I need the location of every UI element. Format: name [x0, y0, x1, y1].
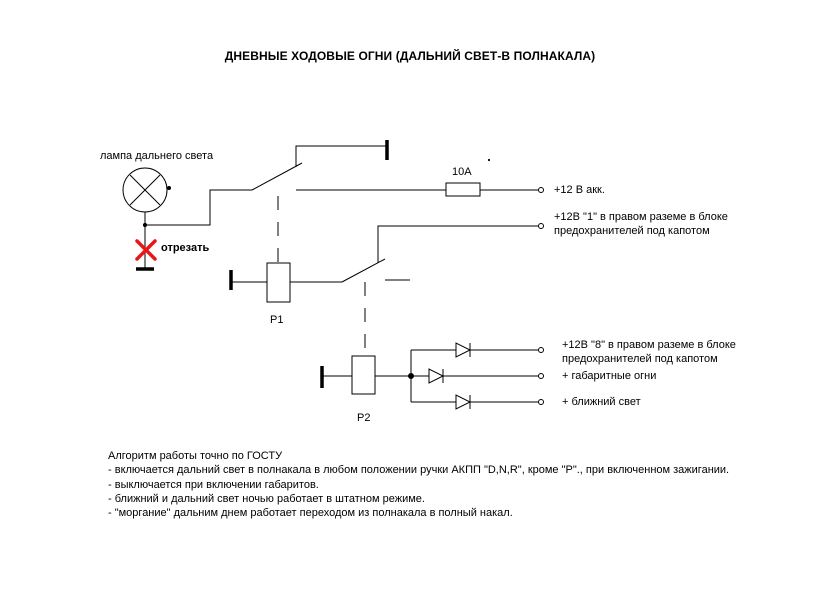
relay2-contact-wire — [377, 225, 538, 263]
low-beam-terminal[interactable] — [538, 399, 544, 405]
battery-terminal[interactable] — [538, 187, 544, 193]
diode-1-icon — [455, 342, 472, 358]
fuse-box-8-label-line1: +12В "8" в правом раземе в блоке — [562, 339, 736, 351]
junction-dot — [142, 222, 148, 228]
fuse-box-8-label-line2: предохранителей под капотом — [562, 353, 718, 365]
relay1-contact-wire — [295, 145, 387, 167]
algorithm-notes: Алгоритм работы точно по ГОСТУ - включае… — [108, 449, 729, 520]
fuse-box-1-terminal[interactable] — [538, 223, 544, 229]
relay2-coil — [351, 355, 376, 395]
parking-lights-terminal[interactable] — [538, 373, 544, 379]
fuse — [445, 182, 481, 197]
diode-3-icon — [455, 394, 472, 410]
lamp-icon — [122, 167, 168, 213]
fuse-box-1-label-line2: предохранителей под капотом — [554, 225, 710, 237]
battery-label: +12 В акк. — [554, 184, 605, 196]
notes-line: - "моргание" дальним днем работает перех… — [108, 507, 513, 520]
diagram-title: ДНЕВНЫЕ ХОДОВЫЕ ОГНИ (ДАЛЬНИЙ СВЕТ-В ПОЛ… — [224, 49, 596, 63]
fuse-box-1-label-line1: +12В "1" в правом раземе в блоке — [554, 211, 728, 223]
stray-dot — [487, 158, 491, 162]
low-beam-label: + ближний свет — [562, 396, 641, 408]
lamp-to-relay1-wire — [145, 189, 252, 226]
cut-mark-icon — [135, 239, 157, 261]
notes-line: - включается дальний свет в полнакала в … — [108, 464, 730, 477]
relay1-coil — [266, 262, 291, 303]
relay2-contact-arm — [341, 258, 386, 283]
notes-line: - ближний и дальний свет ночью работает … — [108, 492, 425, 505]
relay1-label: Р1 — [270, 314, 284, 326]
fuse-box-8-terminal[interactable] — [538, 347, 544, 353]
notes-line: - выключается при включении габаритов. — [108, 478, 319, 491]
fuse-label: 10A — [452, 166, 472, 178]
cut-label: отрезать — [161, 242, 210, 254]
notes-heading: Алгоритм работы точно по ГОСТУ — [108, 450, 283, 462]
relay2-label: Р2 — [357, 412, 371, 424]
parking-lights-label: + габаритные огни — [562, 370, 657, 382]
lamp-terminal — [167, 186, 171, 190]
relay1-contact-arm — [251, 162, 303, 191]
diode-2-icon — [428, 368, 445, 384]
lamp-label: лампа дальнего света — [100, 150, 214, 162]
